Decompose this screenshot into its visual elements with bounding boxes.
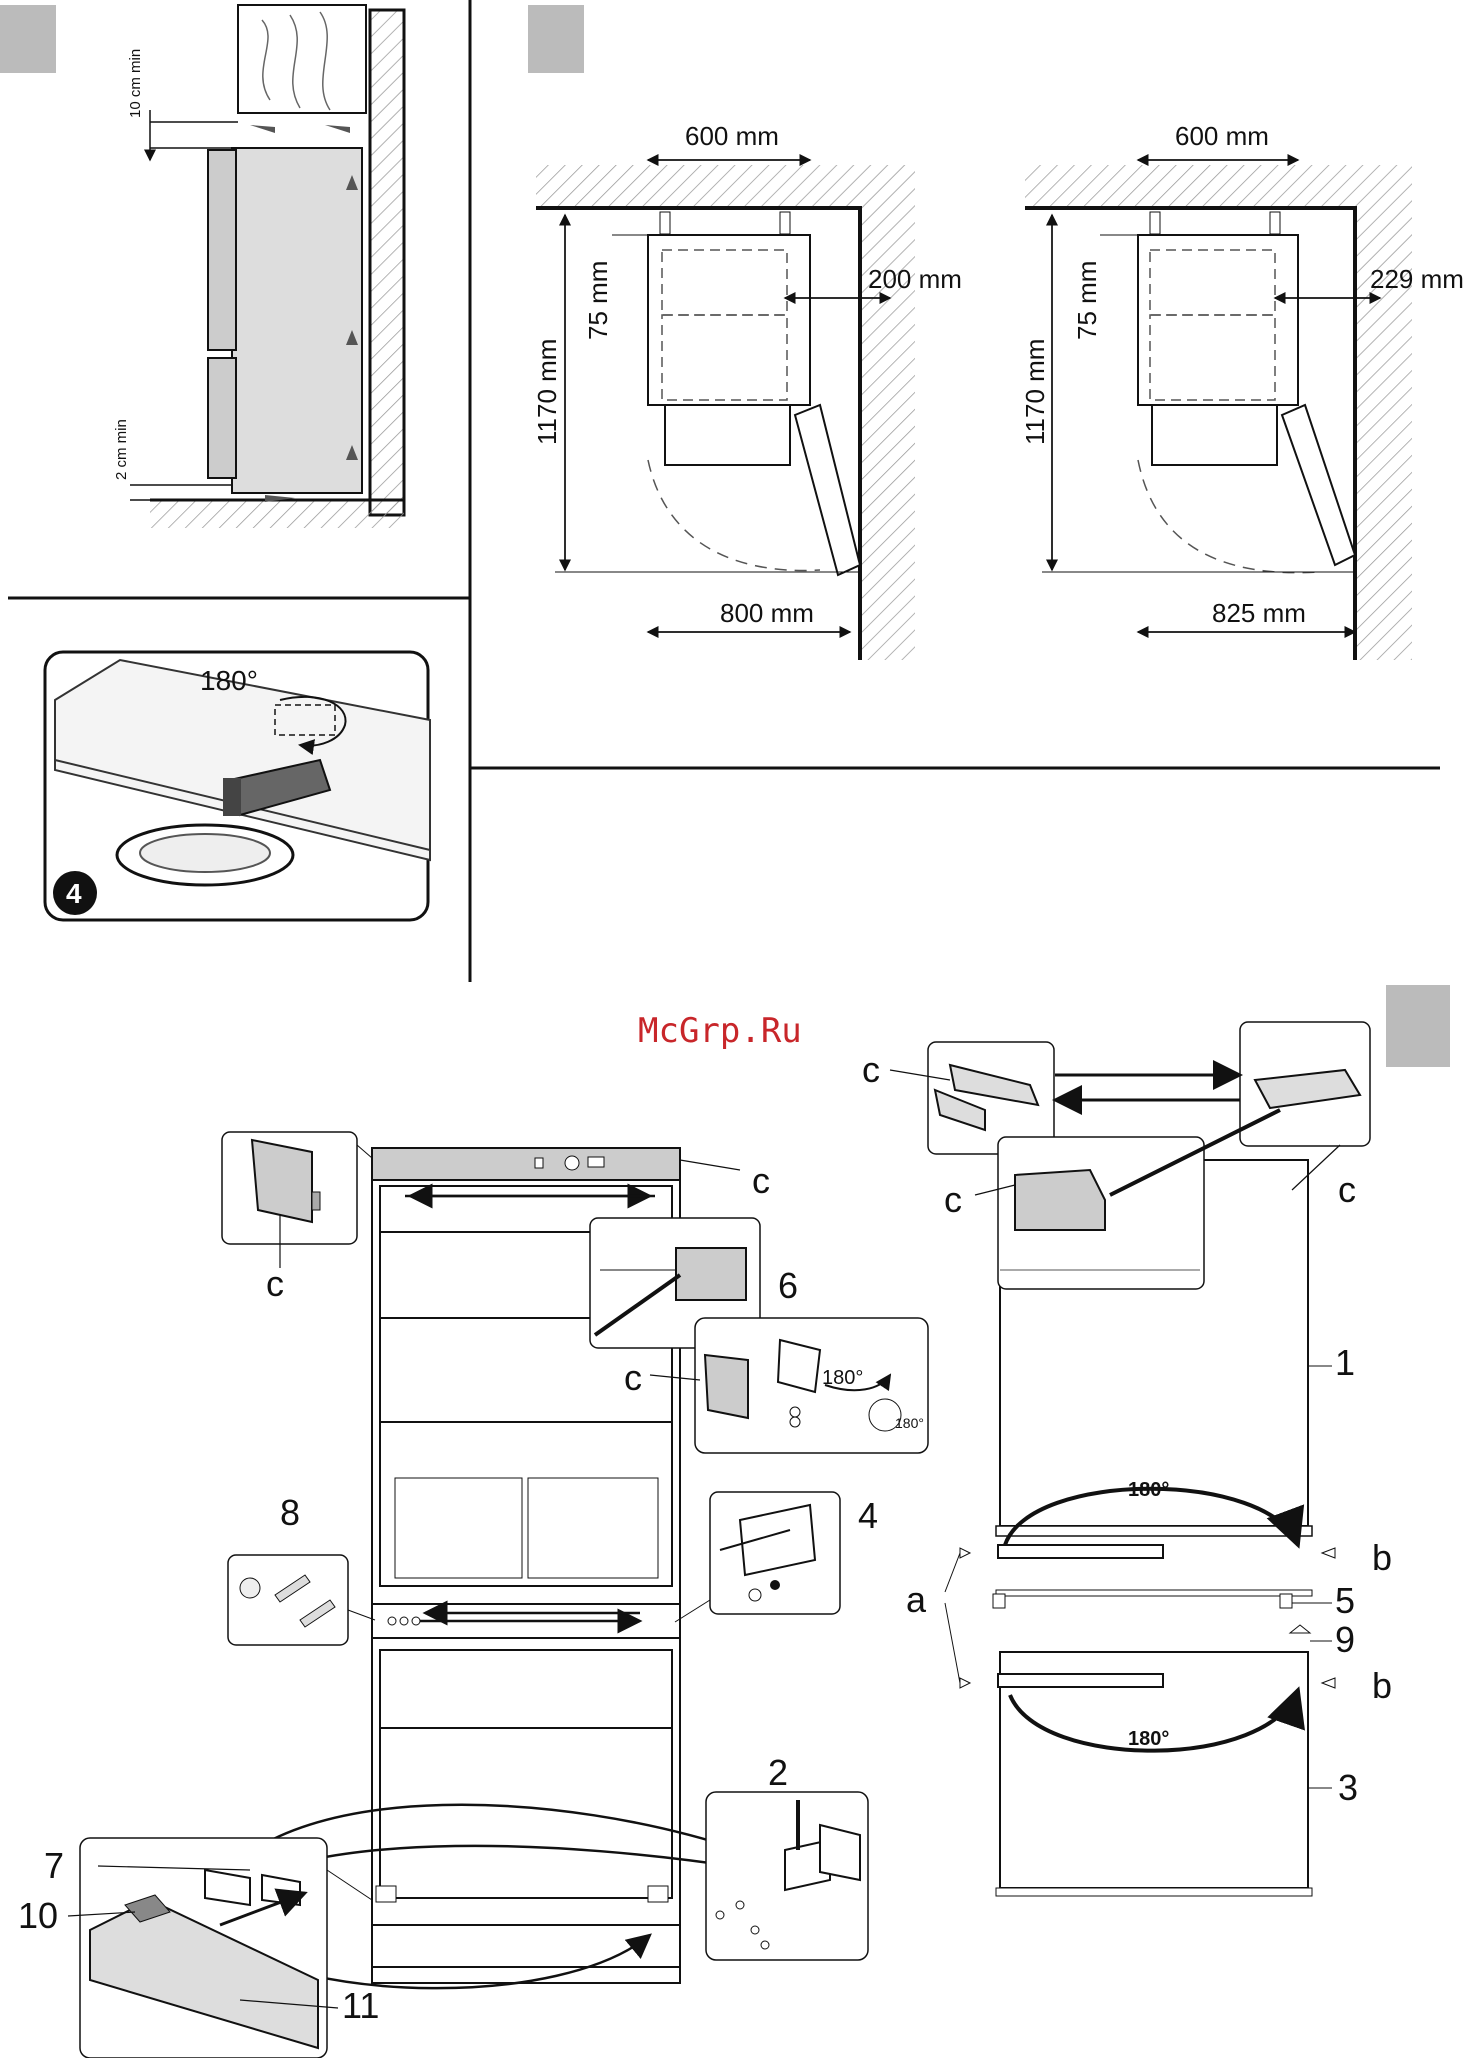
- label-7: 7: [44, 1845, 64, 1886]
- swing-label: 825 mm: [1212, 598, 1306, 628]
- hinge-small-angle-label: 180°: [895, 1415, 924, 1431]
- callout-hinge-6: 180° 180°: [695, 1318, 928, 1453]
- swing-label: 800 mm: [720, 598, 814, 628]
- width-label: 600 mm: [1175, 121, 1269, 151]
- figure-marker-box: [528, 5, 584, 73]
- door-plan-left: 600 mm 1170 mm 75 mm 200 mm 800 mm: [532, 121, 962, 660]
- label-10: 10: [18, 1895, 58, 1936]
- callout-cover-c: [222, 1132, 372, 1244]
- label-c: c: [862, 1049, 880, 1090]
- label-c: c: [624, 1357, 642, 1398]
- depth-label: 1170 mm: [1020, 339, 1050, 445]
- side-gap-label: 200 mm: [868, 264, 962, 294]
- label-c: c: [1338, 1169, 1356, 1210]
- control-panel: [372, 1148, 680, 1180]
- side-clearance-figure: 10 cm min 2 cm min: [113, 5, 404, 528]
- drain-angle-label: 180°: [200, 665, 258, 696]
- label-11: 11: [342, 1985, 379, 2026]
- watermark: McGrp.Ru: [638, 1011, 802, 1051]
- callout-hinge-2: [706, 1792, 868, 1960]
- fridge-outline: [1138, 235, 1298, 405]
- label-9: 9: [1335, 1619, 1355, 1660]
- back-gap-label: 75 mm: [583, 261, 613, 340]
- label-c: c: [266, 1263, 284, 1304]
- label-a: a: [906, 1579, 927, 1620]
- bottom-gap-label: 2 cm min: [113, 419, 130, 480]
- wood-cabinet: [238, 5, 366, 113]
- lower-door-angle: 180°: [1128, 1728, 1169, 1750]
- fridge-body: [232, 148, 362, 493]
- label-b: b: [1372, 1537, 1392, 1578]
- label-8: 8: [280, 1492, 300, 1533]
- figure-marker-box: [1386, 985, 1450, 1067]
- callout-plugs-8: [228, 1555, 375, 1645]
- fridge-outline: [648, 235, 810, 405]
- hinge-angle-label: 180°: [822, 1367, 863, 1389]
- upper-door-angle: 180°: [1128, 1479, 1169, 1501]
- callout-hinge-4: [675, 1492, 840, 1622]
- depth-label: 1170 mm: [532, 339, 562, 445]
- label-c: c: [752, 1160, 770, 1201]
- lower-handle-bar: [998, 1674, 1163, 1687]
- label-5: 5: [1335, 1580, 1355, 1621]
- step-number: 4: [66, 878, 82, 909]
- figure-marker-box: [0, 5, 56, 73]
- callout-bracket-7-10-11: [80, 1838, 372, 2058]
- wall: [370, 10, 404, 515]
- side-gap-label: 229 mm: [1370, 264, 1464, 294]
- label-1: 1: [1335, 1342, 1355, 1383]
- upper-handle-bar: [998, 1545, 1163, 1558]
- label-6: 6: [778, 1265, 798, 1306]
- door-plan-right: 600 mm 1170 mm 75 mm 229 mm 825 mm: [1020, 121, 1464, 660]
- fridge-door-top: [208, 150, 236, 350]
- top-gap-label: 10 cm min: [127, 49, 144, 118]
- fridge-door-bottom: [208, 358, 236, 478]
- drain-figure: 180° 4: [45, 652, 430, 920]
- width-label: 600 mm: [685, 121, 779, 151]
- label-4: 4: [858, 1495, 878, 1536]
- label-c: c: [944, 1179, 962, 1220]
- label-b: b: [1372, 1665, 1392, 1706]
- floor: [150, 500, 404, 528]
- label-2: 2: [768, 1752, 788, 1793]
- label-3: 3: [1338, 1767, 1358, 1808]
- back-gap-label: 75 mm: [1072, 261, 1102, 340]
